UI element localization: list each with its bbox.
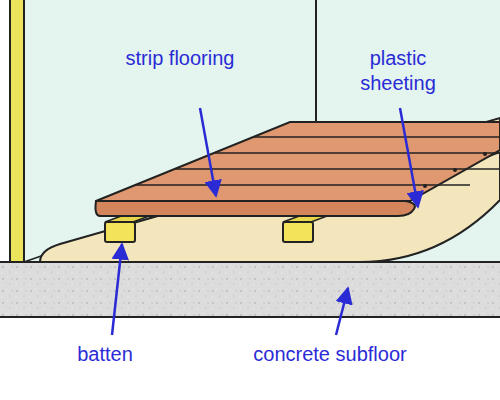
leader-line [200, 108, 216, 196]
concrete-slab [0, 262, 500, 317]
plastic-sheeting [40, 118, 500, 262]
leader-line [336, 288, 348, 335]
part-label: batten [25, 342, 185, 367]
side-wall [10, 0, 24, 262]
leader-line [400, 108, 418, 207]
leader-line [112, 244, 122, 335]
part-label: concrete subfloor [210, 342, 450, 367]
strip-flooring [96, 122, 500, 216]
concrete-texture [0, 263, 500, 316]
part-label: strip flooring [125, 46, 235, 71]
back-wall [24, 0, 500, 262]
part-label: plastic sheeting [343, 46, 453, 96]
